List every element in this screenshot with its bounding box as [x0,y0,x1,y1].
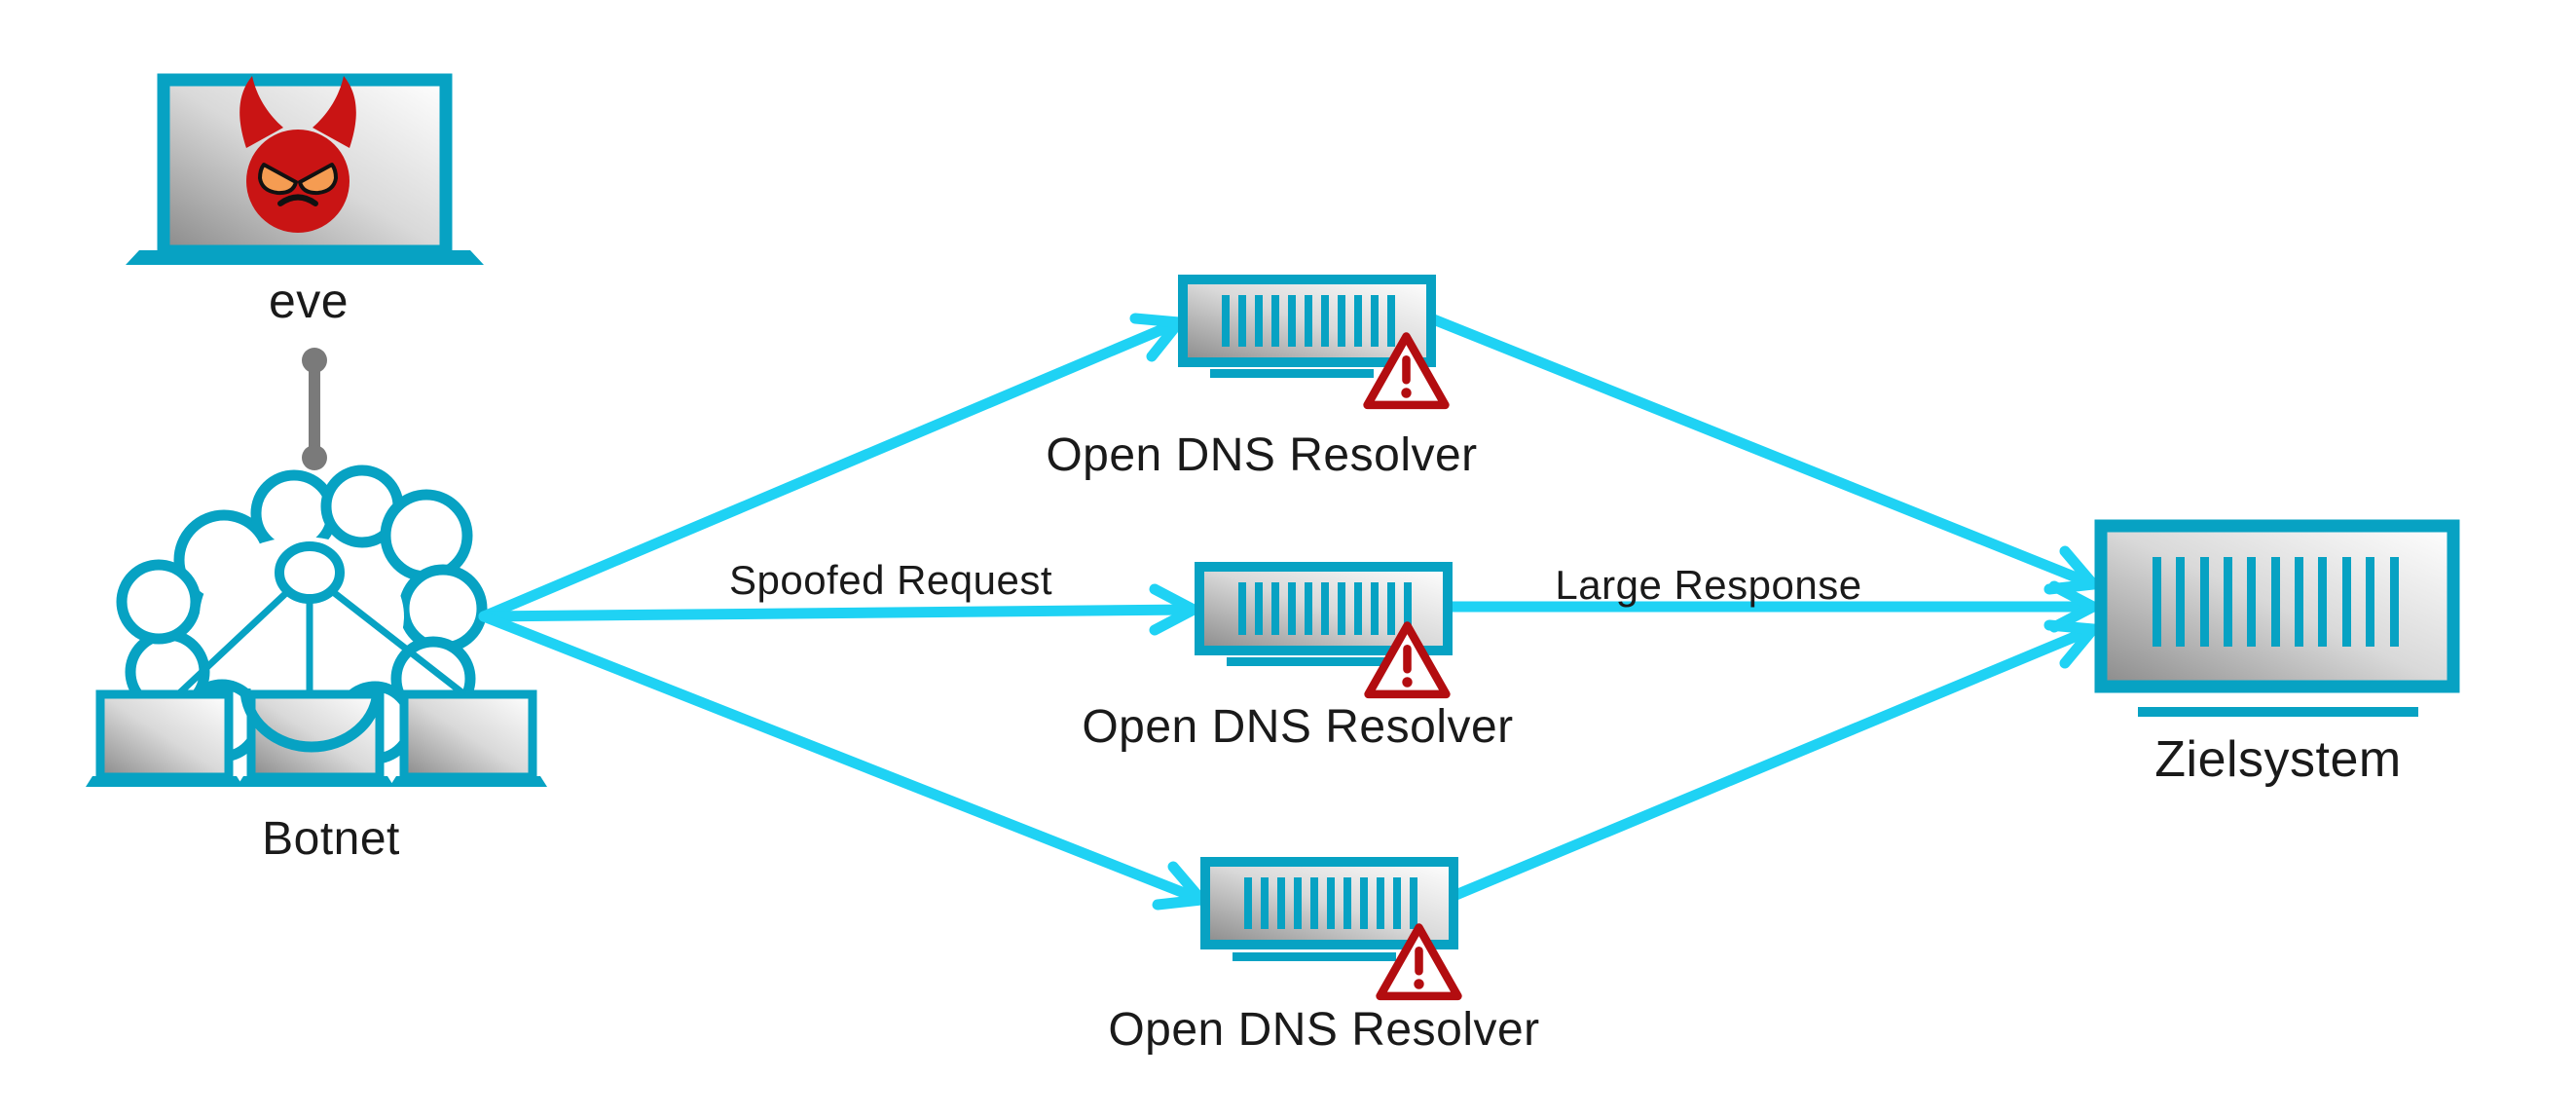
spoofed-request-arrow-bottom [478,611,1207,911]
warning-triangle-icon [1376,923,1462,1001]
devil-face-icon [239,76,356,233]
target-label: Zielsystem [2154,731,2402,788]
spoofed-request-label: Spoofed Request [728,557,1053,603]
attacker-label: eve [268,274,350,328]
dns-server-icon-bottom [1200,857,1462,1001]
target-server-icon [2094,519,2460,717]
resolver-middle-label: Open DNS Resolver [1082,701,1514,753]
large-response-label: Large Response [1555,562,1862,608]
dns-server-icon-top [1178,275,1450,410]
large-response-arrow-bottom [1448,619,2099,902]
botnet-label: Botnet [262,813,400,865]
bot-laptop-icon [389,689,547,787]
bot-laptop-icon [86,689,243,787]
spoofed-request-arrow-middle [478,583,1199,636]
large-response-arrow-top [1425,313,2099,595]
dns-server-icon-middle [1195,562,1453,699]
warning-triangle-icon [1364,621,1451,699]
resolver-top-label: Open DNS Resolver [1046,429,1478,481]
warning-triangle-icon [1363,332,1450,410]
botnet-cloud-icon [86,465,547,787]
command-link-icon [302,348,327,470]
attacker-laptop-icon [126,73,484,265]
large-response-arrow-middle [1442,580,2099,633]
resolver-bottom-label: Open DNS Resolver [1108,1004,1540,1056]
